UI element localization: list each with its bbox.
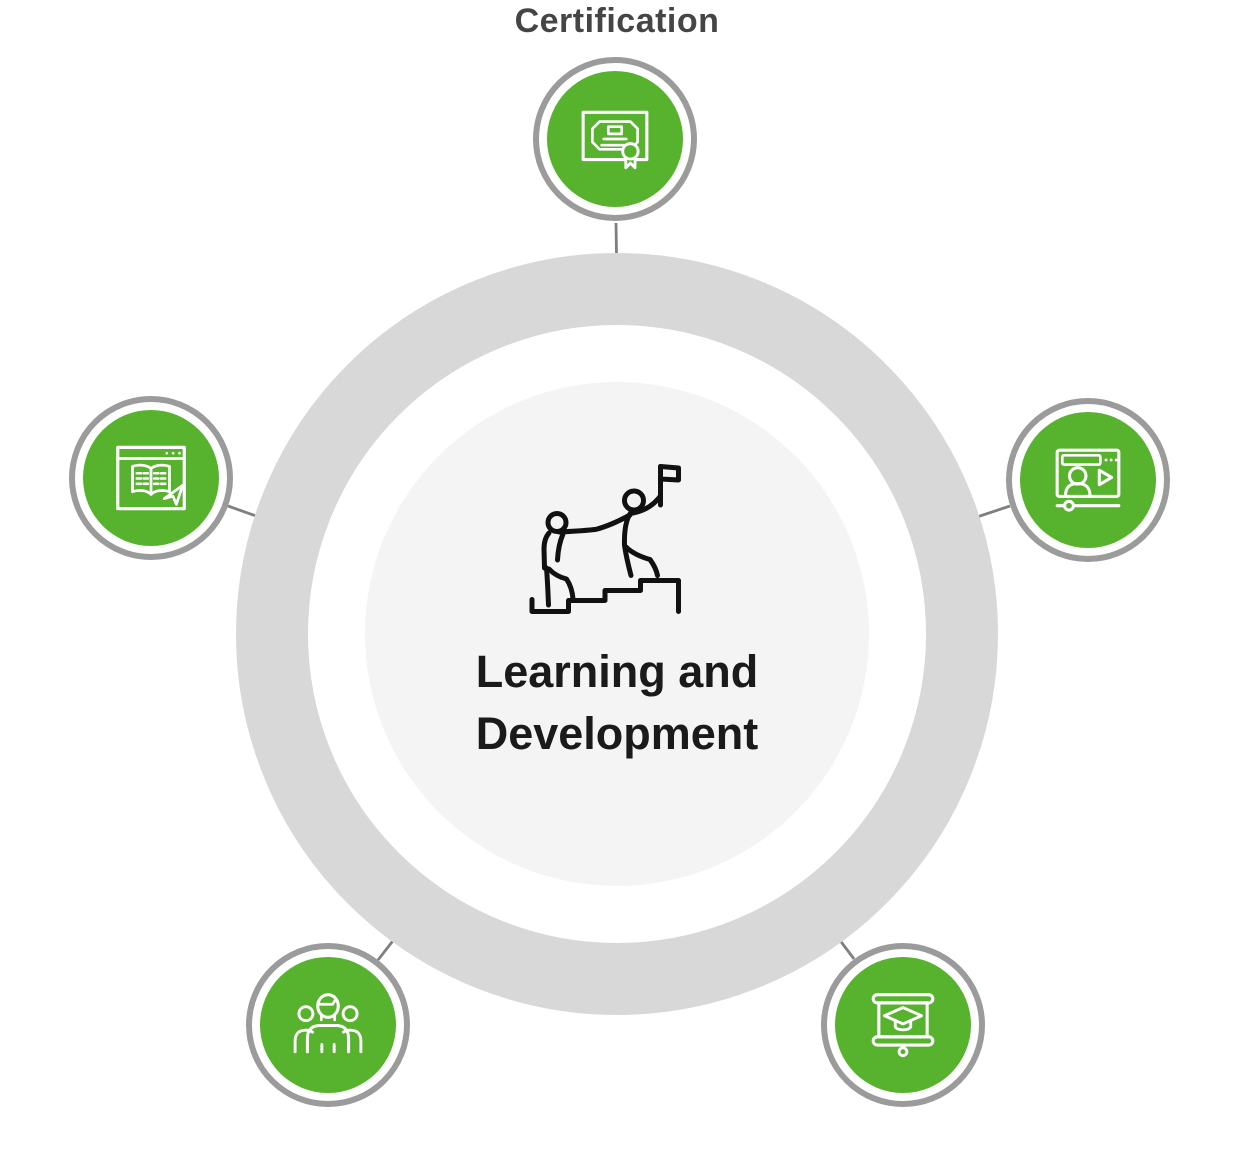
node-green-certification — [547, 71, 683, 207]
node-green-presentation-training — [835, 957, 971, 1093]
center-circle: Learning and Development — [365, 382, 869, 886]
center-title-line1: Learning and — [475, 646, 759, 697]
team-people-icon — [293, 993, 363, 1054]
center-title-line2: Development — [475, 708, 759, 759]
node-circle-certification — [533, 57, 697, 221]
presentation-graduation-cap-icon — [871, 993, 935, 1058]
node-circle-team-collaboration — [246, 943, 410, 1107]
node-circle-online-learning — [69, 396, 233, 560]
e-book-browser-cursor-icon — [116, 445, 186, 511]
center-title: Learning and Development — [476, 641, 759, 765]
teamwork-climbing-stairs-flag-icon — [529, 464, 681, 614]
certificate-icon — [581, 110, 649, 170]
video-player-icon — [1055, 448, 1121, 512]
node-label-certification: Certification — [514, 2, 720, 40]
node-green-team-collaboration — [260, 957, 396, 1093]
node-circle-presentation-training — [821, 943, 985, 1107]
node-green-video-learning — [1020, 412, 1156, 548]
node-circle-video-learning — [1006, 398, 1170, 562]
node-green-online-learning — [83, 410, 219, 546]
